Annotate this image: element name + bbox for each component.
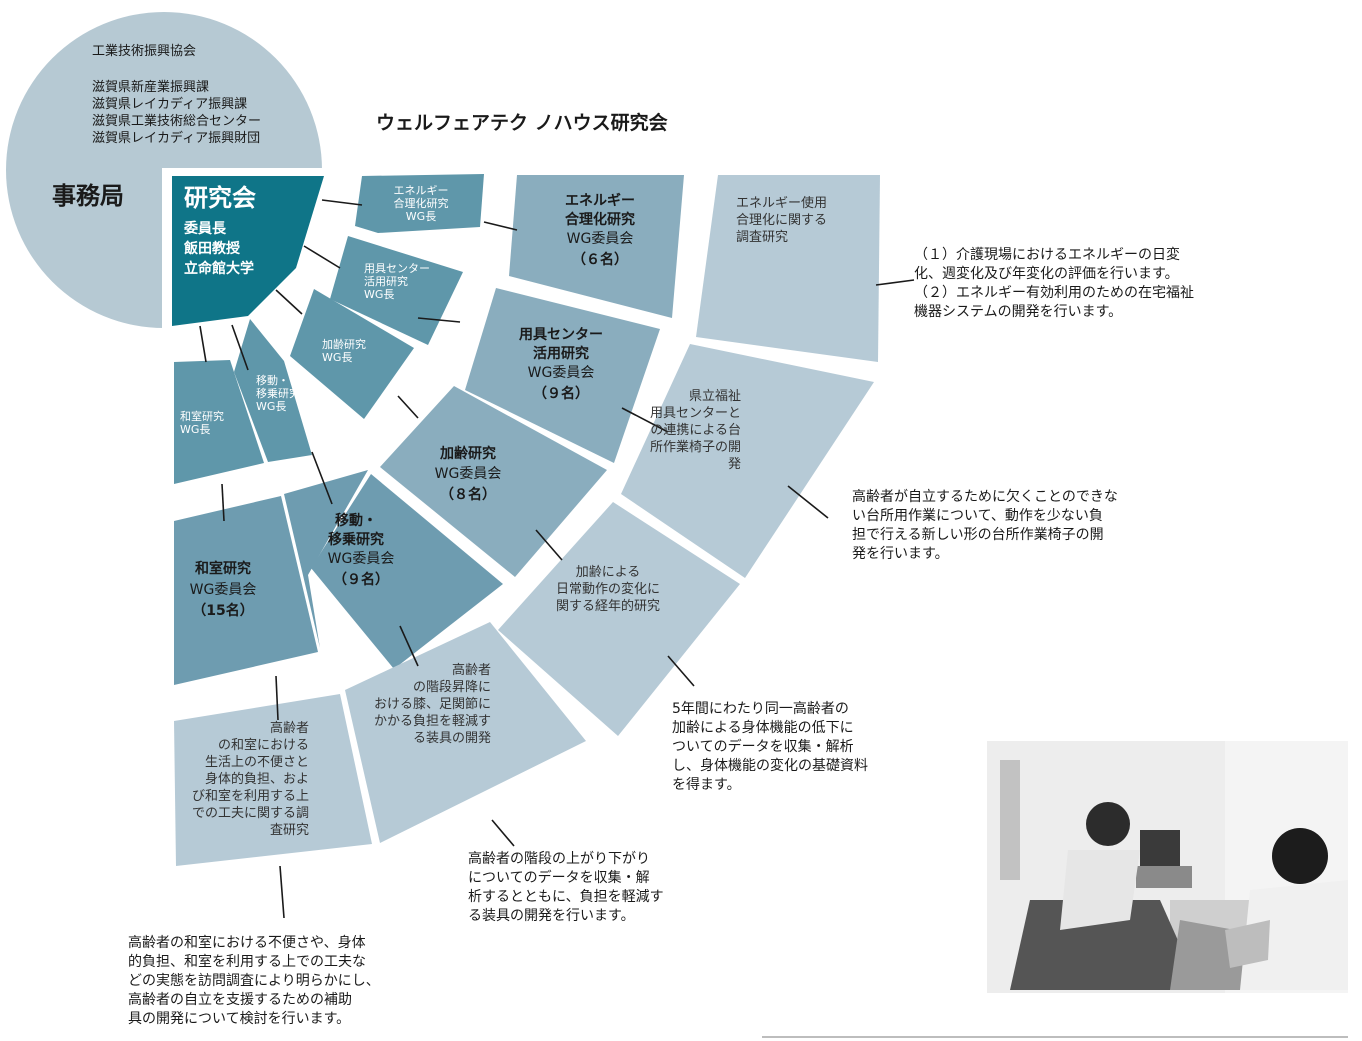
theme-aging: 加齢による 日常動作の変化に 関する経年的研究 bbox=[556, 565, 661, 614]
committee-washitsu-count: （15名） bbox=[192, 603, 254, 619]
committee-ring bbox=[380, 175, 684, 577]
committee-tools-count: （９名） bbox=[533, 386, 589, 402]
committee-energy-wg: WG委員会 bbox=[566, 231, 634, 247]
committee-washitsu-shape bbox=[174, 496, 318, 685]
note-aging: 5年間にわたり同一高齢者の 加齢による身体機能の低下に ついてのデータを収集・解… bbox=[672, 701, 868, 793]
committee-moving-left bbox=[284, 470, 368, 648]
theme-aging-shape bbox=[498, 502, 740, 736]
council-chair: 飯田教授 bbox=[184, 241, 240, 257]
leader-tools: 用具センター 活用研究 WG長 bbox=[364, 262, 430, 301]
committee-energy-name: エネルギー 合理化研究 bbox=[565, 193, 635, 228]
committee-washitsu-name: 和室研究 bbox=[195, 561, 251, 577]
council-box bbox=[172, 176, 324, 326]
committee-moving-count: （９名） bbox=[333, 572, 389, 588]
council-chair: 立命館大学 bbox=[184, 261, 254, 277]
committee-tools-name: 用具センター 活用研究 bbox=[519, 327, 603, 362]
committee-tools-shape bbox=[465, 288, 660, 463]
leader-moving-shape bbox=[234, 319, 312, 462]
council-chair: 委員長 bbox=[184, 221, 226, 237]
committee-moving-wg: WG委員会 bbox=[327, 551, 395, 567]
committee-aging-wg: WG委員会 bbox=[434, 466, 502, 482]
secretariat-member: 滋賀県レイカディア振興課 bbox=[92, 97, 248, 112]
theme-energy-shape bbox=[696, 175, 880, 362]
theme-energy: エネルギー使用 合理化に関する 調査研究 bbox=[736, 196, 828, 245]
photo bbox=[987, 741, 1348, 993]
leader-ring bbox=[174, 174, 484, 484]
committee-washitsu-wg: WG委員会 bbox=[189, 582, 257, 598]
note-stairs: 高齢者の階段の上がり下がり についてのデータを収集・解 析するとともに、負担を軽… bbox=[468, 851, 664, 924]
theme-stairs-shape bbox=[345, 622, 586, 843]
leader-washitsu: 和室研究 WG長 bbox=[180, 410, 224, 436]
leader-tools-shape bbox=[330, 236, 463, 345]
committee-ring-dark bbox=[174, 474, 503, 685]
leader-aging-shape bbox=[290, 289, 414, 419]
note-washitsu: 高齢者の和室における不便さや、身体 的負担、和室を利用する上での工夫な どの実態… bbox=[128, 935, 380, 1027]
committee-tools-wg: WG委員会 bbox=[527, 365, 595, 381]
theme-tools-shape bbox=[621, 344, 874, 578]
committee-energy-shape bbox=[509, 175, 684, 318]
note-tools: 高齢者が自立するために欠くことのできな い台所用作業について、動作を少ない負 担… bbox=[852, 489, 1118, 562]
committee-moving-name: 移動・ 移乗研究 bbox=[328, 513, 384, 548]
theme-tools: 県立福祉 用具センターと の連携による台 所作業椅子の開 発 bbox=[650, 389, 742, 472]
council-label: 研究会 bbox=[184, 184, 256, 212]
secretariat-member: 工業技術振興協会 bbox=[92, 44, 197, 59]
leader-washitsu-shape bbox=[174, 360, 264, 484]
secretariat-member: 滋賀県工業技術総合センター bbox=[92, 114, 262, 129]
committee-aging-name: 加齢研究 bbox=[440, 446, 496, 462]
theme-washitsu: 高齢者 の和室における 生活上の不便さと 身体的負担、およ び和室を利用する上 … bbox=[192, 721, 310, 838]
secretariat-member: 滋賀県レイカディア振興財団 bbox=[92, 131, 261, 146]
connector-lines bbox=[199, 199, 915, 919]
leader-energy-shape bbox=[355, 174, 484, 233]
committee-aging-count: （８名） bbox=[440, 487, 496, 503]
leader-aging: 加齢研究 WG長 bbox=[322, 338, 366, 364]
secretariat-label: 事務局 bbox=[52, 182, 124, 210]
theme-stairs: 高齢者 の階段昇降に おける膝、足関節に かかる負担を軽減す る装具の開発 bbox=[374, 663, 492, 746]
committee-energy-count: （６名） bbox=[572, 252, 628, 268]
committee-moving-shape bbox=[311, 474, 503, 669]
committee-aging-shape bbox=[380, 386, 607, 577]
leader-energy: エネルギー 合理化研究 WG長 bbox=[393, 184, 449, 223]
theme-washitsu-shape bbox=[174, 694, 372, 866]
note-energy: （１）介護現場におけるエネルギーの日変 化、週変化及び年変化の評価を行います。 … bbox=[914, 247, 1194, 320]
secretariat-member: 滋賀県新産業振興課 bbox=[92, 80, 210, 95]
diagram-title: ウェルフェアテク ノハウス研究会 bbox=[376, 112, 668, 134]
leader-moving: 移動・ 移乗研究 WG長 bbox=[256, 374, 300, 413]
theme-ring bbox=[174, 175, 880, 866]
